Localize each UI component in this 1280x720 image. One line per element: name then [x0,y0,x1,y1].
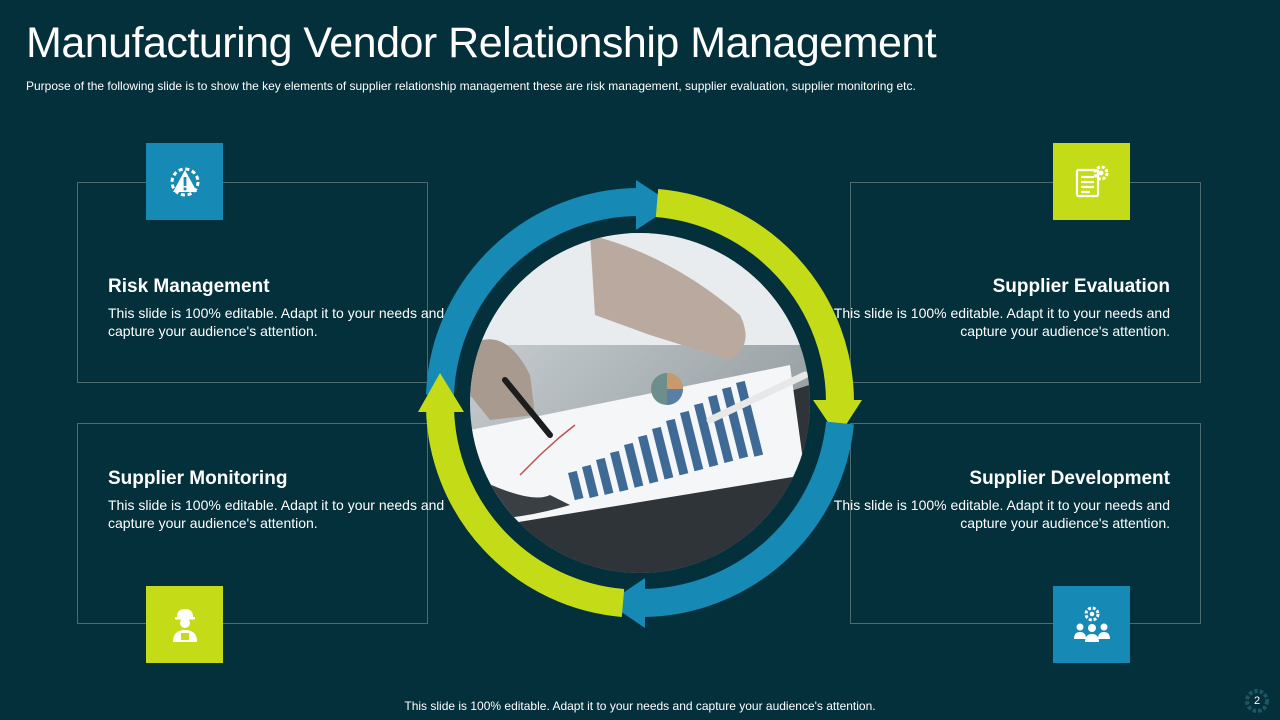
card-desc-supplier-evaluation: This slide is 100% editable. Adapt it to… [833,305,1170,339]
warning-gear-icon [170,167,199,196]
risk-icon-box [146,143,223,220]
slide-title: Manufacturing Vendor Relationship Manage… [26,19,937,67]
card-desc-supplier-development: This slide is 100% editable. Adapt it to… [833,497,1170,531]
page-number-badge: 2 [1241,688,1273,714]
cycle-graphic [418,180,862,628]
card-title-supplier-monitoring: Supplier Monitoring [108,468,288,489]
slide-footer: This slide is 100% editable. Adapt it to… [404,699,876,713]
card-desc-supplier-monitoring: This slide is 100% editable. Adapt it to… [108,497,445,531]
arrow-right-lime [655,189,862,437]
card-desc-risk-management: This slide is 100% editable. Adapt it to… [108,305,445,339]
arrow-bottom-blue [608,421,854,628]
frame-supplier-evaluation [850,182,1201,383]
clipboard-gear-icon [1075,165,1108,197]
frame-supplier-monitoring [77,423,428,624]
frame-supplier-development [850,423,1201,624]
page-gear-icon [1245,689,1269,713]
card-title-supplier-evaluation: Supplier Evaluation [992,276,1170,297]
frame-risk-management [77,182,428,383]
monitoring-icon-box [146,586,223,663]
card-title-risk-management: Risk Management [108,276,270,297]
arrow-left-lime [418,373,625,617]
slide-subtitle: Purpose of the following slide is to sho… [26,79,916,93]
business-analysis-photo [470,233,810,573]
worker-icon [172,608,197,642]
development-icon-box [1053,586,1130,663]
page-number: 2 [1253,695,1261,707]
evaluation-icon-box [1053,143,1130,220]
arrow-top-blue [426,180,674,396]
team-gear-icon [1073,606,1110,642]
card-title-supplier-development: Supplier Development [969,468,1170,489]
